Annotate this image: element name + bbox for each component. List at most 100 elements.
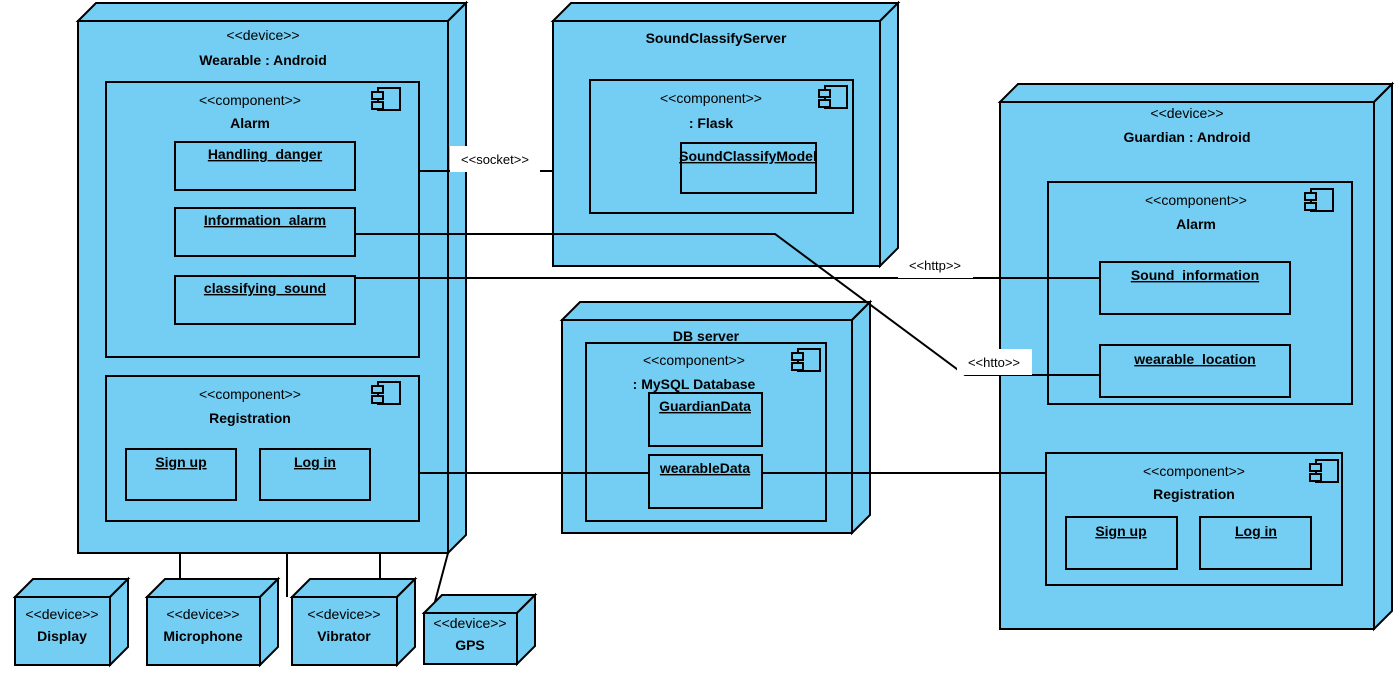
artifact-wearable-login-box: [259, 448, 371, 501]
artifact-handling-danger[interactable]: Handling_danger: [174, 141, 356, 191]
component-icon: [818, 85, 848, 109]
node-dbserver-label: DB server: [673, 328, 740, 344]
peripheral-display-front-face: [14, 596, 111, 666]
component-mysql-label: : MySQL Database: [633, 376, 756, 392]
peripheral-vibrator-top-face: [289, 578, 418, 598]
node-soundclassifyserver-label: SoundClassifyServer: [646, 30, 787, 46]
component-icon: [371, 381, 401, 405]
artifact-soundclassifymodel[interactable]: SoundClassifyModel: [679, 142, 817, 194]
component-guardian-registration[interactable]: <<component>> Registration Sign up Log i…: [1045, 452, 1343, 586]
node-soundclassifyserver-side-face: [879, 0, 899, 269]
connection-socket-label: <<socket>>: [461, 152, 529, 167]
node-guardian-top-face: [997, 83, 1395, 103]
artifact-wearable-login-label: Log in: [294, 454, 336, 470]
peripheral-microphone[interactable]: <<device>> Microphone: [144, 576, 281, 668]
peripheral-vibrator[interactable]: <<device>> Vibrator: [289, 576, 418, 668]
node-guardian-stereotype: <<device>>: [1150, 105, 1223, 121]
artifact-classifying-sound-label: classifying_sound: [204, 280, 326, 296]
component-guardian-alarm-stereotype: <<component>>: [1145, 192, 1247, 208]
node-guardian-side-face: [1373, 81, 1393, 632]
component-flask[interactable]: <<component>> : Flask SoundClassifyModel: [589, 79, 854, 214]
node-dbserver-side-face: [851, 299, 871, 536]
artifact-wearabledata-box: [648, 454, 763, 509]
peripheral-gps[interactable]: <<device>> GPS: [421, 592, 538, 667]
artifact-wearable-signup-label: Sign up: [155, 454, 206, 470]
artifact-guardian-login-label: Log in: [1235, 523, 1277, 539]
peripheral-gps-front-face: [423, 612, 518, 665]
peripheral-vibrator-label: Vibrator: [317, 628, 371, 644]
component-wearable-registration[interactable]: <<component>> Registration Sign up Log i…: [105, 375, 420, 522]
peripheral-vibrator-stereotype: <<device>>: [307, 606, 380, 622]
component-guardian-registration-stereotype: <<component>>: [1143, 463, 1245, 479]
component-wearable-registration-stereotype: <<component>>: [199, 386, 301, 402]
component-icon: [371, 87, 401, 111]
artifact-soundclassifymodel-label: SoundClassifyModel: [679, 148, 817, 164]
connection-htto-label: <<htto>>: [968, 355, 1020, 370]
artifact-handling-danger-box: [174, 141, 356, 191]
artifact-soundclassifymodel-box: [680, 142, 817, 194]
connection-http-label-bg: [898, 252, 973, 278]
artifact-wearable-login[interactable]: Log in: [259, 448, 371, 501]
node-wearable-stereotype: <<device>>: [226, 27, 299, 43]
component-mysql[interactable]: <<component>> : MySQL Database GuardianD…: [585, 342, 827, 522]
artifact-guardian-login-box: [1199, 516, 1312, 570]
peripheral-display-stereotype: <<device>>: [25, 606, 98, 622]
peripheral-gps-label: GPS: [455, 637, 485, 653]
artifact-information-alarm-label: Information_alarm: [204, 212, 326, 228]
component-wearable-alarm[interactable]: <<component>> Alarm Handling_danger Info…: [105, 81, 420, 358]
peripheral-display-top-face: [12, 578, 131, 598]
component-icon: [1309, 459, 1339, 483]
artifact-wearable-signup[interactable]: Sign up: [125, 448, 237, 501]
connection-htto-label-bg: [957, 349, 1032, 375]
node-dbserver-top-face: [559, 301, 873, 321]
node-wearable-label: Wearable : Android: [199, 52, 327, 68]
peripheral-microphone-stereotype: <<device>>: [166, 606, 239, 622]
component-flask-label: : Flask: [689, 115, 734, 131]
peripheral-microphone-front-face: [146, 596, 261, 666]
peripheral-vibrator-front-face: [291, 596, 398, 666]
artifact-wearabledata-label: wearableData: [659, 460, 750, 476]
connection-http-label: <<http>>: [909, 258, 961, 273]
artifact-wearable-location-label: wearable_location: [1133, 351, 1255, 367]
peripheral-display-label: Display: [37, 628, 87, 644]
component-mysql-stereotype: <<component>>: [643, 352, 745, 368]
connection-htto-line[interactable]: [355, 233, 1100, 376]
component-icon: [791, 348, 821, 372]
node-soundclassifyserver[interactable]: SoundClassifyServer <<component>> : Flas…: [550, 0, 901, 269]
peripheral-microphone-top-face: [144, 578, 281, 598]
component-flask-stereotype: <<component>>: [660, 90, 762, 106]
artifact-guardian-signup-box: [1065, 516, 1178, 570]
artifact-guardian-signup[interactable]: Sign up: [1065, 516, 1178, 570]
artifact-sound-information-label: Sound_information: [1131, 267, 1259, 283]
node-wearable[interactable]: <<device>> Wearable : Android <<componen…: [75, 0, 469, 556]
artifact-guardiandata-label: GuardianData: [659, 398, 751, 414]
artifact-information-alarm-box: [174, 207, 356, 257]
artifact-classifying-sound[interactable]: classifying_sound: [174, 275, 356, 325]
node-dbserver[interactable]: DB server <<component>> : MySQL Database…: [559, 299, 873, 536]
artifact-guardiandata[interactable]: GuardianData: [648, 392, 763, 447]
artifact-guardiandata-box: [648, 392, 763, 447]
artifact-guardian-login[interactable]: Log in: [1199, 516, 1312, 570]
artifact-guardian-signup-label: Sign up: [1095, 523, 1146, 539]
component-guardian-alarm[interactable]: <<component>> Alarm Sound_information we…: [1047, 181, 1353, 405]
artifact-wearabledata[interactable]: wearableData: [648, 454, 763, 509]
connection-labels: <<socket>> <<http>> <<htto>>: [450, 146, 1032, 375]
peripheral-display[interactable]: <<device>> Display: [12, 576, 131, 668]
component-wearable-alarm-stereotype: <<component>>: [199, 92, 301, 108]
node-wearable-top-face: [75, 2, 469, 22]
component-guardian-registration-label: Registration: [1153, 486, 1235, 502]
node-guardian-label: Guardian : Android: [1123, 129, 1250, 145]
peripheral-microphone-label: Microphone: [163, 628, 243, 644]
connection-socket-label-bg: [450, 146, 540, 172]
node-guardian[interactable]: <<device>> Guardian : Android <<componen…: [997, 81, 1395, 632]
artifact-wearable-signup-box: [125, 448, 237, 501]
artifact-sound-information-box: [1099, 261, 1291, 315]
artifact-wearable-location[interactable]: wearable_location: [1099, 344, 1291, 398]
artifact-wearable-location-box: [1099, 344, 1291, 398]
component-icon: [1304, 188, 1334, 212]
node-soundclassifyserver-top-face: [550, 2, 901, 22]
artifact-information-alarm[interactable]: Information_alarm: [174, 207, 356, 257]
artifact-handling-danger-label: Handling_danger: [208, 146, 323, 162]
artifact-sound-information[interactable]: Sound_information: [1099, 261, 1291, 315]
